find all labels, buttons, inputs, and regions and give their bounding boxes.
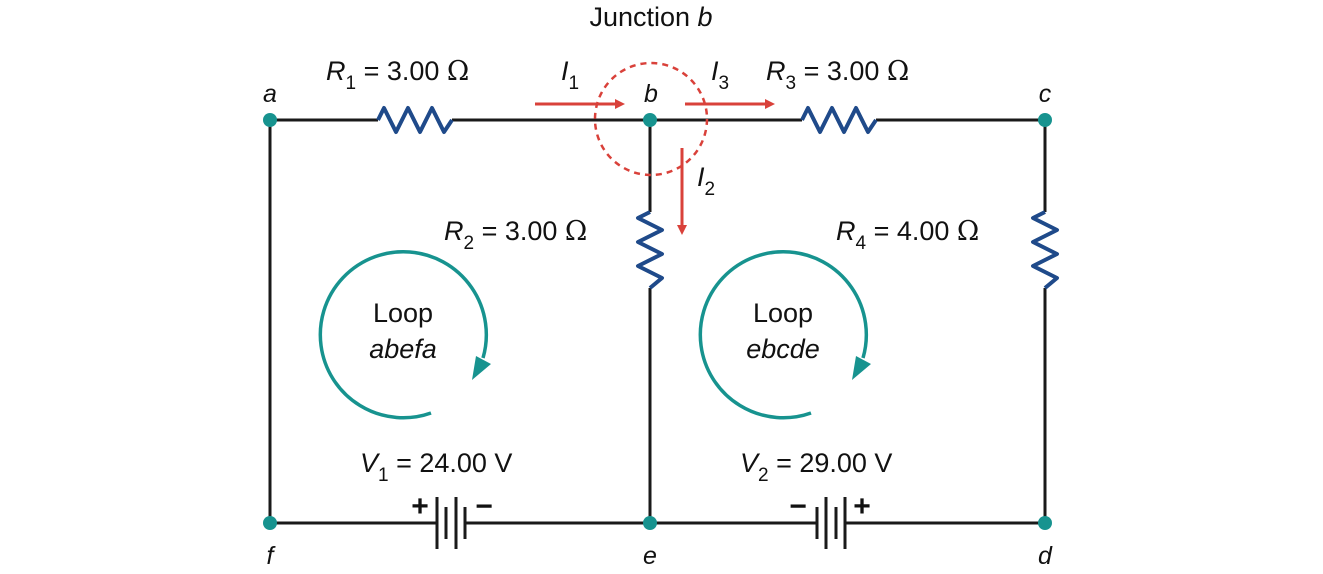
current-i2-label: I2 [697,162,715,200]
loop-left-title: Loop [373,298,433,328]
loop-left-name: abefa [369,334,437,364]
node-label-c: c [1039,80,1052,108]
node-label-e: e [643,542,657,570]
junction-title: Junction b [589,2,712,32]
resistor-r3-label: R3 = 3.00 Ω [766,56,909,94]
resistor-r4-label: R4 = 4.00 Ω [836,216,979,254]
loop-arrow-left [318,250,491,420]
node-dot-e [643,516,657,530]
resistor-r4 [1031,210,1059,290]
current-i3-label: I3 [711,56,729,94]
node-dot-b [643,113,657,127]
loop-right-name: ebcde [746,334,820,364]
battery-v1-right-sign: − [475,490,493,523]
battery-v2 [815,497,847,549]
battery-v2-left-sign: − [789,490,807,523]
battery-v1 [435,497,467,549]
resistor-r3 [800,106,878,134]
resistor-r2 [636,210,664,290]
node-dot-a [263,113,277,127]
node-dot-f [263,516,277,530]
node-label-d: d [1038,542,1053,570]
battery-v1-left-sign: + [411,490,429,523]
resistor-r2-label: R2 = 3.00 Ω [444,216,587,254]
source-v1-label: V1 = 24.00 V [360,448,512,486]
junction-b-circle [593,61,709,177]
node-dot-c [1038,113,1052,127]
current-i1-label: I1 [561,56,579,94]
loop-arrow-right [698,250,871,420]
resistor-r1-label: R1 = 3.00 Ω [326,56,469,94]
node-label-b: b [644,80,658,108]
node-dots [263,113,1052,530]
battery-v2-right-sign: + [853,490,871,523]
node-label-f: f [267,542,277,570]
node-dot-d [1038,516,1052,530]
node-label-a: a [263,80,277,108]
wires [268,118,1047,525]
loop-right-title: Loop [753,298,813,328]
resistor-r1 [376,106,454,134]
source-v2-label: V2 = 29.00 V [740,448,892,486]
